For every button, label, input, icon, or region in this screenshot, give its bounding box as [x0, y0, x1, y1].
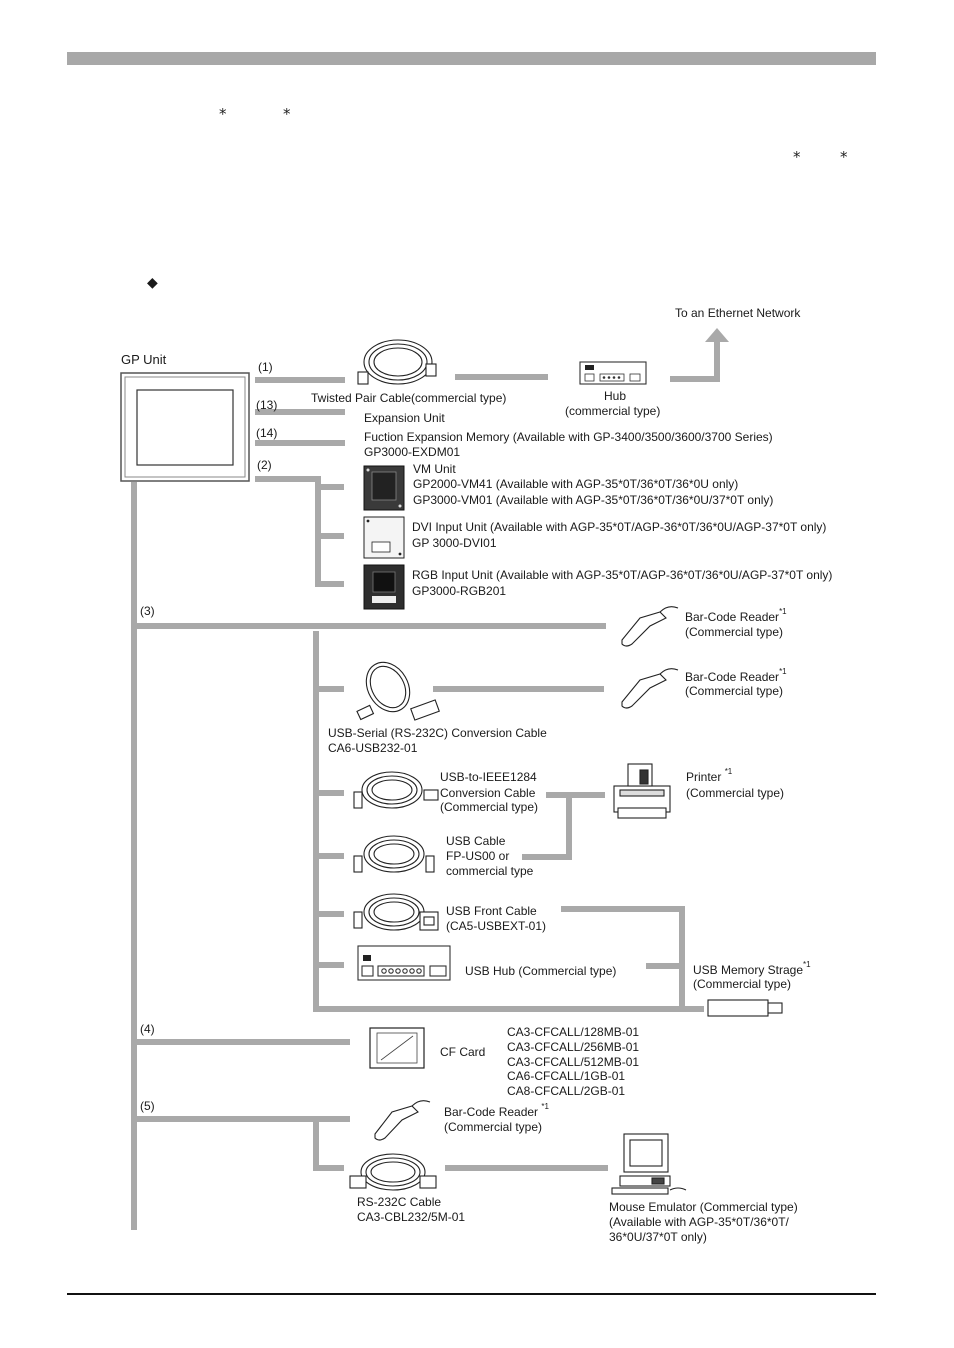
cf-card-label: CF Card — [440, 1045, 486, 1059]
printer-label: Printer *1 — [686, 767, 733, 785]
usb-serial-cable-icon — [356, 661, 440, 721]
port-14-label: (14) — [256, 426, 278, 440]
vm-unit-model-1: GP2000-VM41 (Available with AGP-35*0T/36… — [413, 477, 739, 491]
port-1-label: (1) — [258, 360, 273, 374]
printer-type: (Commercial type) — [686, 786, 785, 800]
usb-serial-label: USB-Serial (RS-232C) Conversion Cable — [328, 726, 547, 740]
rgb-unit-model: GP3000-RGB201 — [412, 584, 507, 598]
port-2-label: (2) — [257, 458, 272, 472]
cf-card-model: CA3-CFCALL/512MB-01 — [507, 1055, 640, 1069]
wire-printer-join — [522, 792, 572, 860]
usb-front-cable-label: USB Front Cable — [446, 904, 537, 918]
hub-label: Hub — [604, 389, 627, 403]
cf-card-model: CA3-CFCALL/128MB-01 — [507, 1025, 640, 1039]
usb-ieee1284-cable-icon — [353, 771, 439, 809]
rgb-input-unit-icon — [363, 564, 405, 610]
footnote-star: * — [793, 148, 801, 166]
usb-cable-type: commercial type — [446, 864, 534, 878]
rs232c-cable-model: CA3-CBL232/5M-01 — [357, 1210, 466, 1224]
usb-hub-icon — [357, 945, 451, 981]
port-4-label: (4) — [140, 1022, 155, 1036]
cf-card-model: CA6-CFCALL/1GB-01 — [507, 1069, 626, 1083]
rs232c-cable-label: RS-232C Cable — [357, 1195, 442, 1209]
usb-ieee-label-2: Conversion Cable — [440, 786, 536, 800]
mouse-emulator-note-1: (Available with AGP-35*0T/36*0T/ — [609, 1215, 789, 1229]
rgb-unit-label: RGB Input Unit (Available with AGP-35*0T… — [412, 568, 833, 582]
twisted-pair-label: Twisted Pair Cable(commercial type) — [311, 391, 507, 405]
usb-memory-icon — [707, 999, 783, 1017]
expansion-memory-model: GP3000-EXDM01 — [364, 445, 461, 459]
vm-unit-icon — [363, 465, 405, 511]
vm-unit-label: VM Unit — [413, 462, 456, 476]
barcode-reader-3-type: (Commercial type) — [444, 1120, 543, 1134]
footnote-star: * — [219, 105, 227, 123]
wire-usb-branch — [313, 631, 704, 1012]
footnote-star: * — [840, 148, 848, 166]
dvi-unit-label: DVI Input Unit (Available with AGP-35*0T… — [412, 520, 827, 534]
usb-hub-label: USB Hub (Commercial type) — [465, 964, 617, 978]
cf-card-model: CA8-CFCALL/2GB-01 — [507, 1084, 626, 1098]
ethernet-network-label: To an Ethernet Network — [675, 306, 801, 320]
barcode-reader-2-label: Bar-Code Reader*1 — [685, 667, 787, 685]
usb-memory-type: (Commercial type) — [693, 977, 792, 991]
usb-ieee-type: (Commercial type) — [440, 800, 539, 814]
network-arrow-icon — [705, 328, 729, 342]
usb-serial-model: CA6-USB232-01 — [328, 741, 418, 755]
barcode-reader-1-type: (Commercial type) — [685, 625, 784, 639]
usb-cable-label: USB Cable — [446, 834, 506, 848]
usb-cable-icon — [353, 835, 435, 873]
port-3-label: (3) — [140, 604, 155, 618]
barcode-reader-3-label: Bar-Code Reader *1 — [444, 1102, 549, 1120]
printer-icon — [613, 763, 671, 819]
hub-type-label: (commercial type) — [565, 404, 661, 418]
mouse-emulator-note-2: 36*0U/37*0T only) — [609, 1230, 707, 1244]
usb-cable-model: FP-US00 or — [446, 849, 510, 863]
wire-port-2 — [255, 476, 344, 587]
footnote-star: * — [283, 105, 291, 123]
wire-hub-to-network — [670, 338, 720, 382]
header-bar — [67, 52, 876, 65]
barcode-reader-icon — [374, 1100, 431, 1141]
twisted-pair-cable-icon — [357, 339, 437, 385]
gp-unit-label: GP Unit — [121, 352, 167, 367]
expansion-unit-label: Expansion Unit — [364, 411, 445, 425]
usb-front-cable-model: (CA5-USBEXT-01) — [446, 919, 547, 933]
rs232c-cable-icon — [349, 1153, 437, 1191]
mouse-emulator-label: Mouse Emulator (Commercial type) — [609, 1200, 798, 1214]
expansion-memory-label: Fuction Expansion Memory (Available with… — [364, 430, 773, 444]
usb-ieee-label: USB-to-IEEE1284 — [440, 770, 537, 784]
wire-front-to-memory — [561, 906, 685, 1009]
barcode-reader-1-label: Bar-Code Reader*1 — [685, 607, 787, 625]
diamond-bullet-icon: ◆ — [147, 275, 158, 291]
pc-mouse-emulator-icon — [611, 1133, 687, 1195]
dvi-input-unit-icon — [363, 516, 405, 559]
barcode-reader-icon — [621, 668, 679, 709]
hub-icon — [579, 361, 647, 385]
barcode-reader-icon — [621, 606, 679, 647]
footer-rule — [67, 1293, 876, 1295]
cf-card-icon — [369, 1027, 425, 1069]
port-13-label: (13) — [256, 398, 278, 412]
gp-unit-icon — [120, 372, 250, 482]
dvi-unit-model: GP 3000-DVI01 — [412, 536, 497, 550]
wire-rs232c — [313, 1119, 344, 1171]
vm-unit-model-2: GP3000-VM01 (Available with AGP-35*0T/36… — [413, 493, 774, 507]
port-5-label: (5) — [140, 1099, 155, 1113]
usb-memory-label: USB Memory Strage*1 — [693, 960, 811, 978]
barcode-reader-2-type: (Commercial type) — [685, 684, 784, 698]
cf-card-model: CA3-CFCALL/256MB-01 — [507, 1040, 640, 1054]
usb-front-cable-icon — [353, 893, 439, 931]
